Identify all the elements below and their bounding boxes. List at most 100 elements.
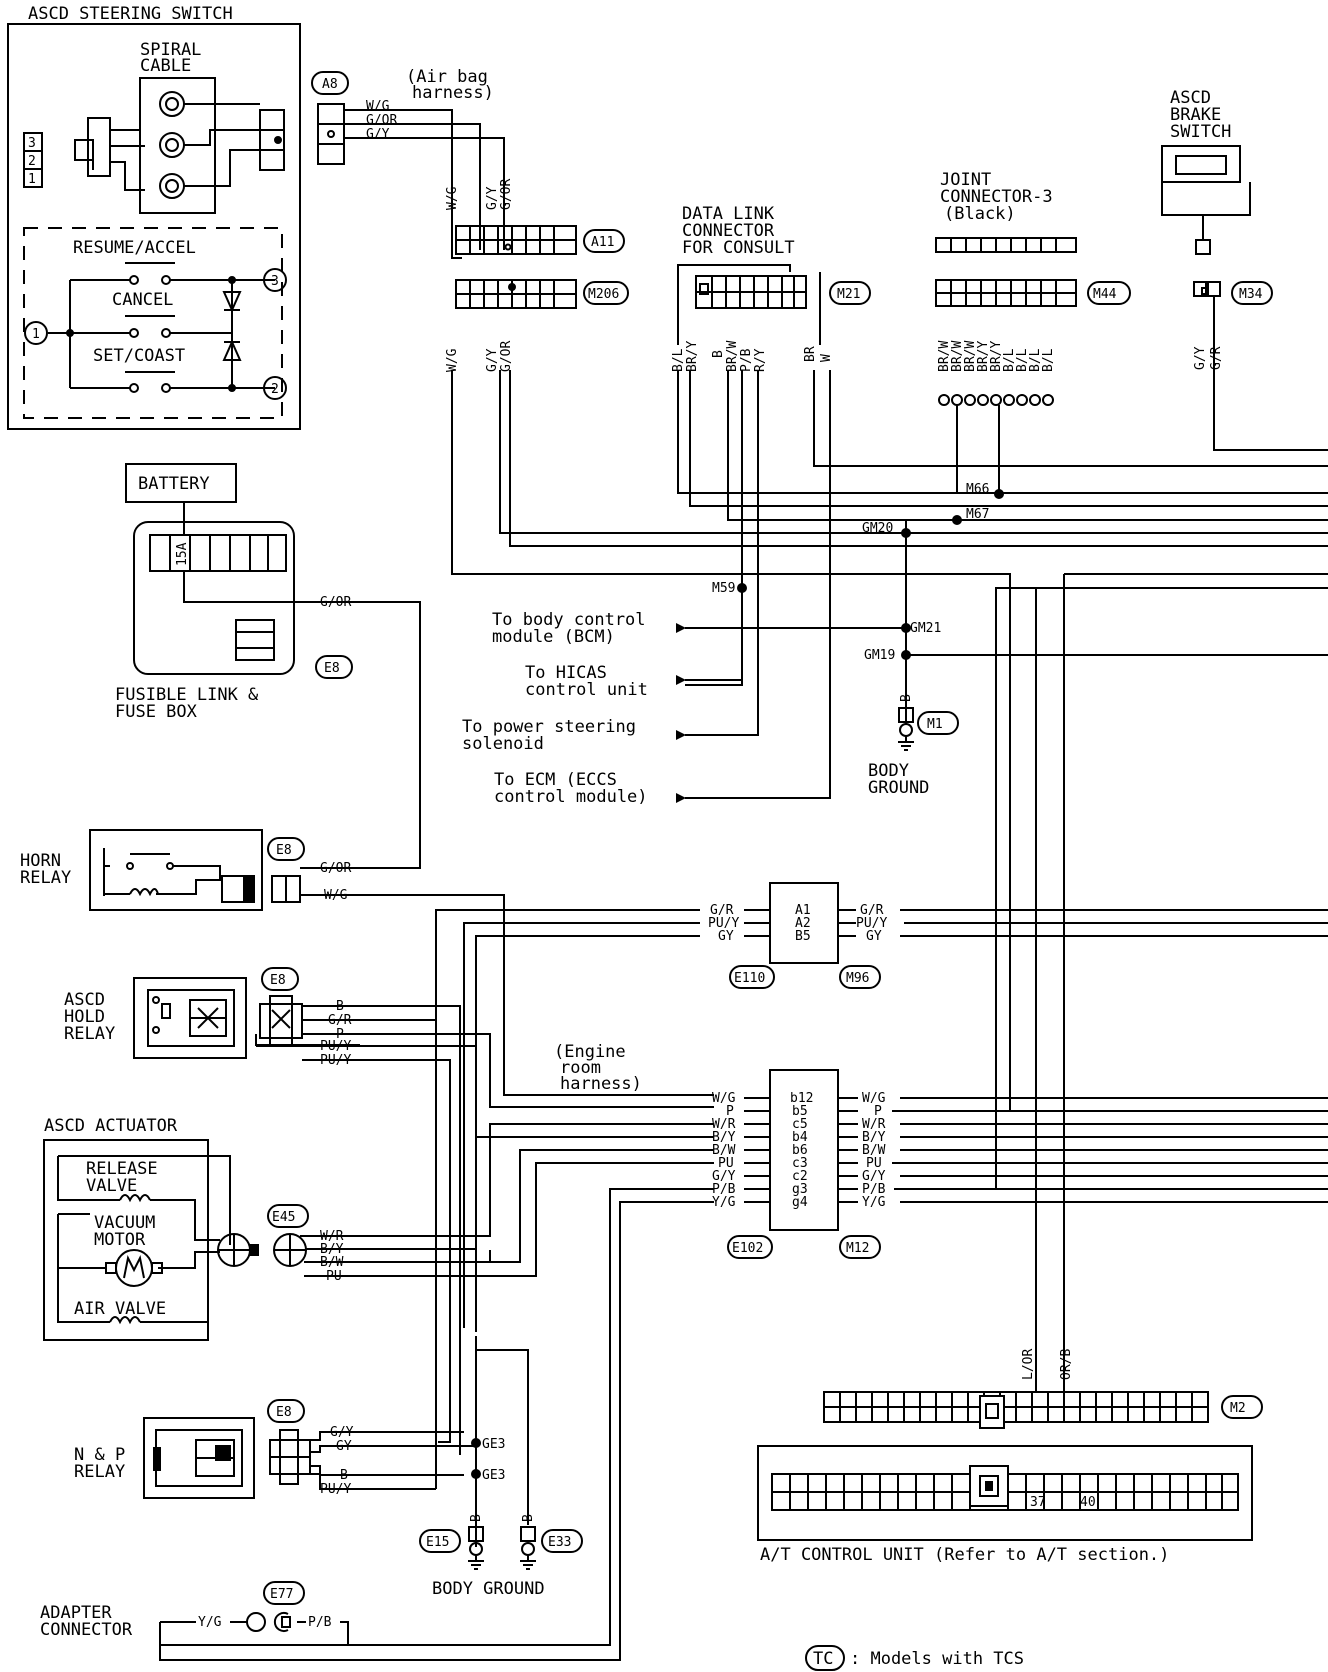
m34-v-gy: G/Y: [1193, 346, 1208, 370]
m21-tag: M21: [837, 287, 860, 302]
e102-pin-g3: g3: [792, 1182, 808, 1197]
release-1: RELEASE: [86, 1159, 158, 1179]
airbag-label-1: (Air bag: [406, 67, 488, 87]
np-wire-b: B: [340, 1468, 348, 1483]
e102-r-gy: G/Y: [862, 1169, 886, 1184]
np-wire-gy2: GY: [336, 1439, 352, 1454]
e102-l-pu: PU: [718, 1156, 734, 1171]
e15-wire-b: B: [469, 1514, 484, 1522]
ascd-brake-switch: ASCD BRAKE SWITCH M34 G/Y G/R: [1161, 88, 1328, 451]
a8-wire-3: G/Y: [366, 127, 390, 142]
at-unit-label: A/T CONTROL UNIT (Refer to A/T section.): [760, 1545, 1169, 1565]
brake-label-2: BRAKE: [1170, 105, 1221, 125]
m2-v-orb: OR/B: [1059, 1349, 1074, 1380]
m21-v-bl: B/L: [671, 348, 686, 372]
pin-1-label: 1: [28, 172, 36, 187]
joint-label-1: JOINT: [940, 170, 991, 190]
adapter-1: ADAPTER: [40, 1603, 112, 1623]
e8-tag-horn: E8: [276, 843, 292, 858]
a11-v-gy: G/Y: [485, 186, 500, 210]
spiral-coil-icon: [159, 91, 185, 199]
body-ground-1: BODY: [868, 761, 909, 781]
pin-2-label: 2: [28, 154, 36, 169]
e110-l-puy: PU/Y: [708, 916, 739, 931]
ascd-steering-switch: ASCD STEERING SWITCH SPIRAL CABLE 3 2 1 …: [7, 4, 301, 430]
m44-v-8: B/L: [1028, 348, 1043, 372]
horn-label-2: RELAY: [20, 868, 71, 888]
engine-room-2: room: [560, 1058, 601, 1078]
e102-l-yg: Y/G: [712, 1195, 736, 1210]
actuator-title: ASCD ACTUATOR: [44, 1116, 178, 1136]
e102-pin-c3: c3: [792, 1156, 808, 1171]
to-ecm-1: To ECM (ECCS: [494, 770, 617, 790]
m96-tag: M96: [846, 971, 869, 986]
air-valve-label: AIR VALVE: [74, 1299, 166, 1319]
adapter-wire-yg: Y/G: [198, 1615, 222, 1630]
e102-l-pb: P/B: [712, 1182, 736, 1197]
joint-terminal-circles: [938, 394, 1054, 406]
dlc-label-2: CONNECTOR: [682, 221, 775, 241]
connector-a11: A11: [455, 225, 625, 255]
vacuum-1: VACUUM: [94, 1213, 155, 1233]
to-bcm-1: To body control: [492, 610, 646, 630]
hold-label-3: RELAY: [64, 1024, 115, 1044]
m44-v-2: BR/W: [950, 341, 965, 372]
tc-badge: TC: [813, 1649, 833, 1669]
m2-tag: M2: [1230, 1401, 1246, 1416]
e102-r-pu: PU: [866, 1156, 882, 1171]
ascd-hold-relay: ASCD HOLD RELAY E8 B G/R P PU/Y PU/Y: [64, 967, 714, 1455]
e102-r-by: B/Y: [862, 1130, 886, 1145]
horn-wire-gor: G/OR: [320, 861, 351, 876]
fuse-15a: 15A: [175, 542, 190, 566]
spiral-label-1: SPIRAL: [140, 40, 201, 60]
e45-tag: E45: [272, 1210, 295, 1225]
e8-tag-hold: E8: [270, 973, 286, 988]
m21-v-b: B: [711, 350, 726, 358]
engine-room-harness: (Engine room harness): [554, 1042, 642, 1094]
e102-pin-b6: b6: [792, 1143, 808, 1158]
to-hicas-1: To HICAS: [525, 663, 607, 683]
adapter-2: CONNECTOR: [40, 1620, 133, 1640]
to-ecm-2: control module): [494, 787, 648, 807]
steering-switch-title: ASCD STEERING SWITCH: [28, 4, 233, 24]
connector-e102-m12: W/G P W/R B/Y B/W PU G/Y P/B Y/G b12 b5 …: [712, 587, 1328, 1259]
dlc-label-3: FOR CONSULT: [682, 238, 795, 258]
e110-l-gr: G/R: [710, 903, 734, 918]
tc-note: TC : Models with TCS: [805, 1645, 1024, 1671]
m44-v-5: BR/Y: [989, 341, 1004, 372]
horn-wire-wg: W/G: [324, 888, 348, 903]
tc-note-text: : Models with TCS: [850, 1649, 1024, 1669]
m44-v-1: BR/W: [937, 341, 952, 372]
hold-label-2: HOLD: [64, 1007, 105, 1027]
m21-v-w: W: [819, 354, 834, 362]
hold-label-1: ASCD: [64, 990, 105, 1010]
m44-v-9: B/L: [1041, 348, 1056, 372]
e110-pin-a2: A2: [795, 916, 811, 931]
m44-tag: M44: [1093, 287, 1117, 302]
e102-l-wg: W/G: [712, 1091, 736, 1106]
splice-gm20: GM20: [862, 521, 893, 536]
np-label-1: N & P: [74, 1445, 125, 1465]
e102-l-p: P: [726, 1104, 734, 1119]
joint-label-3: (Black): [944, 204, 1016, 224]
brake-label-1: ASCD: [1170, 88, 1211, 108]
m206-v-wg: W/G: [445, 348, 460, 372]
a8-tag: A8: [322, 77, 338, 92]
splice-m66: M66: [966, 482, 989, 497]
m1-wire-b: B: [899, 694, 914, 702]
e45-wire-by: B/Y: [320, 1242, 344, 1257]
splice-ge3-a: GE3: [482, 1437, 505, 1452]
to-hicas-2: control unit: [525, 680, 648, 700]
m1-tag: M1: [927, 717, 943, 732]
airbag-label-2: harness): [412, 83, 494, 103]
e33-tag: E33: [548, 1535, 571, 1550]
e110-pin-b5: B5: [795, 929, 811, 944]
engine-room-3: harness): [560, 1074, 642, 1094]
release-2: VALVE: [86, 1176, 137, 1196]
to-ps-2: solenoid: [462, 734, 544, 754]
e102-pin-c2: c2: [792, 1169, 808, 1184]
e102-pin-b5: b5: [792, 1104, 808, 1119]
np-wire-gy: G/Y: [330, 1425, 354, 1440]
pin-3-label: 3: [28, 136, 36, 151]
